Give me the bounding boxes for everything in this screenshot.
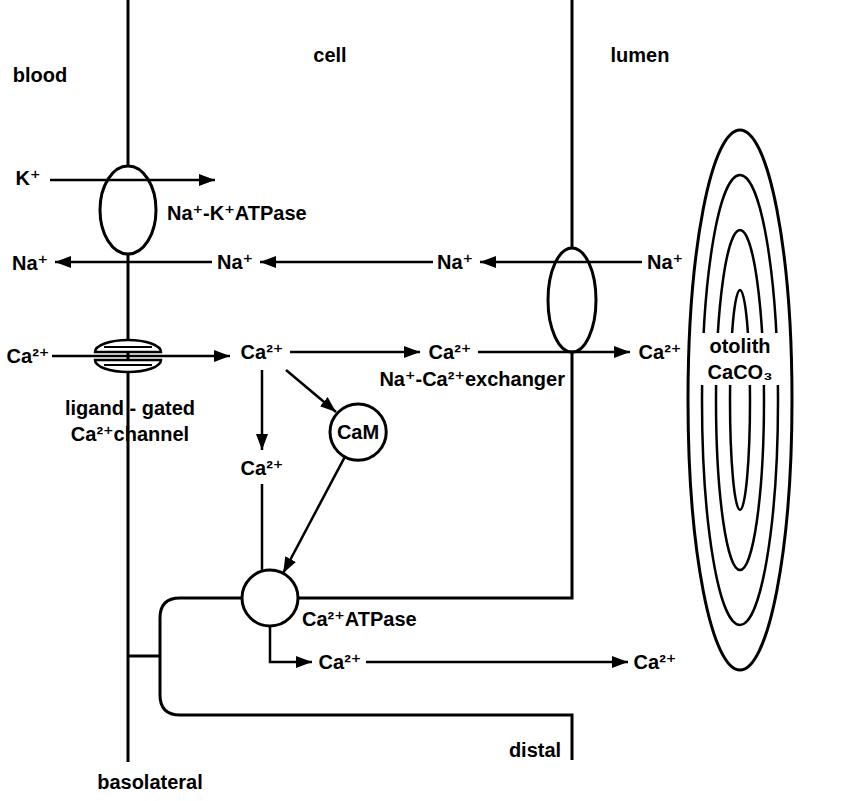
flux-line: [261, 484, 264, 572]
node-outline: [686, 128, 794, 673]
apical-membrane: [571, 0, 574, 248]
calmodulin-circle: CaM: [330, 404, 386, 460]
ion-label: Ca²⁺: [241, 339, 284, 365]
node-label: Na⁺-K⁺ATPase: [167, 200, 307, 226]
outline-group: [548, 248, 596, 352]
circle-outline: [330, 404, 386, 460]
ion-label: Ca²⁺: [7, 343, 50, 369]
flux-arrow: [52, 355, 230, 358]
basolateral-membrane: [127, 254, 130, 762]
ion-label: Ca²⁺: [634, 649, 677, 675]
distal-membrane: [160, 598, 572, 760]
channel-line: [104, 364, 152, 366]
ion-label: Ca²⁺: [241, 455, 284, 481]
ion-label: Na⁺: [217, 249, 253, 275]
ion-label: Ca²⁺: [429, 339, 472, 365]
ion-label: K⁺: [16, 165, 41, 191]
region-label: distal: [509, 737, 561, 763]
flux-arrow: [50, 179, 215, 182]
outline-group: [688, 130, 792, 670]
flux-arrow: [55, 261, 212, 264]
transporter-outline: [548, 248, 596, 352]
apical-membrane: [298, 352, 572, 598]
pump-circle: Ca²⁺ATPase: [242, 570, 442, 634]
outline-group: [242, 570, 298, 626]
flux-arrow: [478, 351, 630, 354]
otolith-ring: [688, 130, 792, 670]
node-label: Na⁺-Ca²⁺exchanger: [379, 366, 565, 392]
region-label: lumen: [611, 42, 670, 68]
channel-half: [95, 360, 161, 372]
otolith-ring: [702, 175, 778, 625]
flux-arrow: [366, 661, 628, 664]
ion-channel: ligand - gated Ca²⁺channel: [30, 330, 236, 452]
ion-label: Na⁺: [437, 249, 473, 275]
flux-arrow: [290, 351, 420, 354]
otolith-ellipse: otolith CaCO₃: [686, 128, 794, 673]
transporter-outline: [100, 166, 156, 254]
exchanger-ellipse: Na⁺-Ca²⁺exchanger: [375, 245, 665, 395]
pump-ellipse: Na⁺-K⁺ATPase: [95, 160, 335, 265]
regulation-arrow: [283, 457, 345, 573]
basolateral-membrane: [127, 0, 130, 166]
flux-arrow: [261, 370, 264, 450]
outline-group: [95, 340, 161, 372]
channel-outline: [95, 340, 161, 372]
region-label: cell: [313, 42, 346, 68]
node-label: otolith CaCO₃: [698, 333, 782, 385]
channel-half: [95, 340, 161, 352]
membrane-junction: [128, 655, 160, 658]
ion-label: Na⁺: [12, 250, 48, 276]
ion-label: Ca²⁺: [319, 649, 362, 675]
region-label: blood: [13, 62, 67, 88]
channel-line: [104, 346, 152, 348]
node-label: Ca²⁺ATPase: [302, 606, 417, 632]
ion-label: Na⁺: [647, 249, 683, 275]
node-label: CaM: [337, 419, 379, 445]
otolith-ring: [730, 290, 750, 510]
outline-group: [330, 404, 386, 460]
outline-group: [100, 166, 156, 254]
circle-outline: [242, 570, 298, 626]
flux-arrow: [286, 370, 336, 412]
node-label: ligand - gated Ca²⁺channel: [30, 395, 230, 447]
flux-arrow: [260, 261, 433, 264]
flux-arrow: [480, 261, 642, 264]
region-label: basolateral: [97, 769, 203, 795]
ion-label: Ca²⁺: [639, 339, 682, 365]
flux-arrow: [270, 626, 312, 662]
otolith-ring: [716, 230, 764, 570]
